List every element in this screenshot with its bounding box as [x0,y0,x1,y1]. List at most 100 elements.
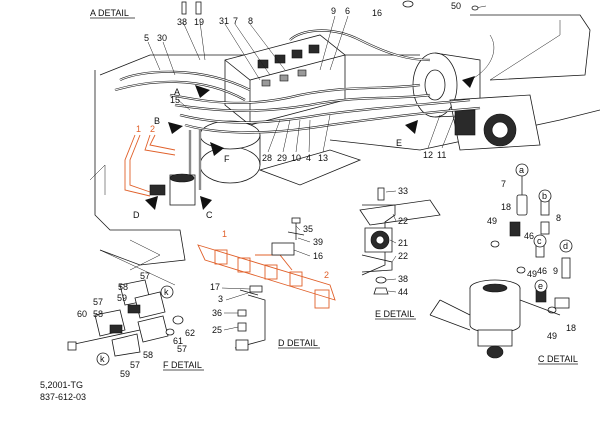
title-e-detail: E DETAIL [375,309,414,319]
pump-body [429,279,561,359]
footer-code-1: 5,2001-TG [40,380,83,390]
callout-19: 19 [194,17,204,27]
callout-7: 7 [233,16,238,26]
callout-28: 28 [262,153,272,163]
callout-c-49a: 49 [487,216,497,226]
hose-bundle [114,29,481,190]
callout-e-38: 38 [398,274,408,284]
callout-d-3: 3 [218,294,223,304]
callout-d-orange-1: 1 [222,229,227,239]
callout-d-36: 36 [212,308,222,318]
callout-c-49b: 49 [527,269,537,279]
footer-code-2: 837-612-03 [40,392,86,402]
main-assembly: 38 19 16 50 31 7 8 9 6 5 30 15 28 29 10 … [89,0,600,286]
circle-k-top [160,285,174,299]
callout-f-57a: 57 [140,271,150,281]
circle-d [559,239,573,253]
callout-9: 9 [331,6,336,16]
title-d-detail: D DETAIL [278,338,318,348]
callout-f-k1: k [164,287,169,297]
callout-f-58b: 58 [93,309,103,319]
callout-8: 8 [248,16,253,26]
label-b: B [154,116,160,126]
arrow-e [405,120,418,134]
d-detail: 35 39 16 17 3 36 25 1 2 D DETAIL [197,217,336,351]
callout-f-59b: 59 [120,369,130,379]
callout-c-b: b [542,191,547,201]
circle-b [538,189,552,203]
callout-c-7: 7 [501,179,506,189]
callout-29: 29 [277,153,287,163]
title-f-detail: F DETAIL [163,360,202,370]
callout-c-49c: 49 [547,331,557,341]
callout-c-46b: 46 [537,266,547,276]
callout-c-d: d [563,241,568,251]
callout-f-60: 60 [77,309,87,319]
callout-c-8: 8 [556,213,561,223]
callout-f-59a: 59 [117,293,127,303]
callout-d-16: 16 [313,251,323,261]
arrow-a [195,85,210,98]
callout-4: 4 [306,153,311,163]
callout-c-e: e [538,281,543,291]
callout-f-58a: 58 [118,282,128,292]
title-c-detail: C DETAIL [538,354,578,364]
callout-c-46a: 46 [524,231,534,241]
callout-f-61: 61 [173,336,183,346]
f-detail: k k 57 58 59 57 58 60 62 61 57 58 57 59 … [67,271,204,379]
callout-c-18: 18 [501,202,511,212]
callout-13: 13 [318,153,328,163]
callout-12: 12 [423,150,433,160]
highlighted-pipes [124,134,176,197]
circle-e [534,279,548,293]
callout-e-21: 21 [398,238,408,248]
callout-orange-2: 2 [150,124,155,134]
c-detail: a b c d e 7 18 8 49 46 49 46 9 49 18 C D… [429,163,578,365]
label-a: A [174,87,180,97]
label-f: F [224,154,230,164]
callout-30: 30 [157,33,167,43]
callout-c-18b: 18 [566,323,576,333]
callout-f-58c: 58 [143,350,153,360]
callout-15: 15 [170,95,180,105]
callout-6: 6 [345,6,350,16]
callout-e-22a: 22 [398,216,408,226]
circle-c [533,234,547,248]
callout-d-39: 39 [313,237,323,247]
arrow-f [210,142,224,156]
label-e: E [396,138,402,148]
callout-d-25: 25 [212,325,222,335]
valve-d [149,173,196,206]
callout-f-57b: 57 [93,297,103,307]
callout-c-a: a [519,165,524,175]
callout-f-57d: 57 [130,360,140,370]
label-c: C [206,210,213,220]
callout-d-17: 17 [210,282,220,292]
circle-k-bottom [96,352,110,366]
callout-50: 50 [451,1,461,11]
callout-31: 31 [219,16,229,26]
callout-16: 16 [372,8,382,18]
callout-e-33: 33 [398,186,408,196]
callout-f-62: 62 [185,328,195,338]
label-d: D [133,210,140,220]
callout-c-9: 9 [553,266,558,276]
callout-d-35: 35 [303,224,313,234]
callout-e-44: 44 [398,287,408,297]
callout-c-c: c [537,236,542,246]
arrow-b [168,122,183,134]
title-a-detail: A DETAIL [90,8,129,18]
hydraulic-tank [199,146,261,184]
callout-orange-1: 1 [136,124,141,134]
callout-e-22b: 22 [398,251,408,261]
callout-d-orange-2: 2 [324,270,329,280]
callout-f-k2: k [100,354,105,364]
e-detail: 33 22 21 22 38 44 E DETAIL [361,186,416,320]
pump-motor [449,94,541,151]
callout-11: 11 [437,150,446,160]
callout-10: 10 [291,153,301,163]
arrow-c [200,196,212,210]
callout-38: 38 [177,17,187,27]
callout-5: 5 [144,33,149,43]
